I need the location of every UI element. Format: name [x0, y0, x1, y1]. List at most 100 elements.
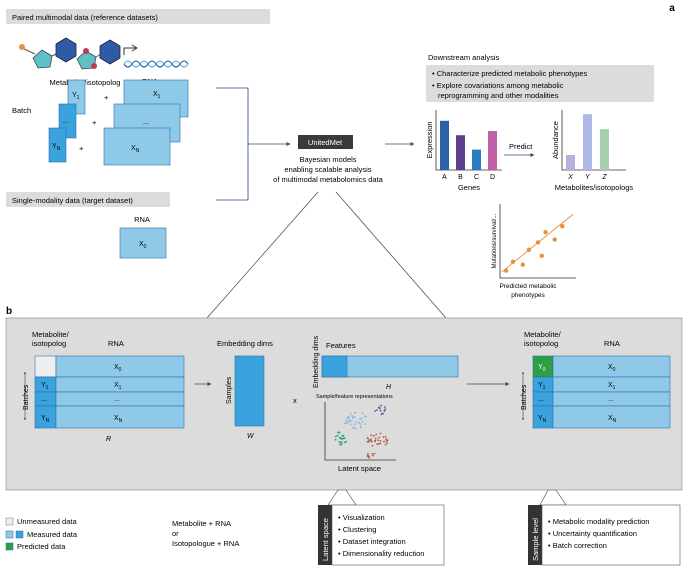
sample-item-3: • Batch correction	[548, 541, 607, 550]
b-rna-header-r: RNA	[604, 339, 620, 348]
latent-dot	[355, 420, 358, 423]
bayes-line-1: Bayesian models	[299, 155, 356, 164]
b-xn-text: XN	[114, 415, 123, 424]
y-axis-label: Expression	[425, 121, 434, 158]
plus-1: +	[104, 93, 109, 102]
xn-text: XN	[131, 145, 140, 154]
tick-label-D: D	[490, 174, 495, 181]
latent-dot	[343, 441, 346, 444]
panel-b-label: b	[6, 306, 12, 317]
y-axis-label: Abundance	[551, 121, 560, 159]
latent-dot	[334, 438, 337, 441]
point-2	[520, 262, 525, 267]
zoom-line-right	[335, 191, 447, 319]
b-x0-text-r: X0	[608, 364, 616, 373]
sample-item-2: • Uncertainty quantification	[548, 529, 637, 538]
x-axis-label-1: Predicted metabolic	[499, 283, 557, 290]
b-yn-text: YN	[41, 415, 50, 424]
latent-dot	[384, 435, 387, 438]
latent-dot	[350, 412, 352, 415]
latent-dot	[340, 443, 343, 446]
latent-dot	[334, 435, 337, 438]
latent-dot	[368, 440, 370, 443]
b-metabolite-header-2: isotopolog	[32, 339, 66, 348]
input-bracket	[216, 87, 249, 201]
latent-dot	[382, 412, 384, 415]
latent-callout-tab-text: Latent space	[321, 518, 330, 561]
legend-measured-swatch-light	[5, 530, 14, 539]
latent-dot	[366, 437, 369, 439]
latent-item-1: • Visualization	[338, 513, 385, 522]
b-y1-text: Y1	[41, 382, 49, 391]
legend-unmeasured-text: Unmeasured data	[17, 517, 77, 526]
latent-item-3: • Dataset integration	[338, 537, 406, 546]
latent-dot	[361, 412, 364, 415]
latent-dot	[370, 434, 373, 437]
b-y1-text-r: Y1	[538, 382, 546, 391]
legend-measured-text: Measured data	[27, 530, 78, 539]
single-modality-box	[6, 192, 170, 207]
unitedmet-text: UnitedMet	[308, 138, 343, 147]
panel-a-label: a	[669, 3, 675, 14]
yn-text: YN	[52, 143, 61, 152]
b-x1-text-r: X1	[608, 382, 616, 391]
unitedmet-badge	[298, 135, 353, 149]
downstream-bullet-2: • Explore covariations among metabolic	[432, 81, 564, 90]
y-axis-label: Mutations/survival/...	[492, 213, 498, 268]
batch-label: Batch	[12, 106, 31, 115]
downstream-box	[426, 65, 654, 102]
latent-dot	[374, 439, 377, 442]
b-yn-cell-r	[532, 405, 554, 429]
latent-dot	[376, 443, 379, 446]
latent-dot	[337, 431, 339, 434]
latent-dot	[383, 440, 385, 443]
bayes-line-2: enabling scalable analysis	[284, 165, 371, 174]
b-y0-text: Y0	[538, 364, 546, 373]
latent-dot	[386, 442, 389, 444]
b-metabolite-header-r2: isotopolog	[524, 339, 558, 348]
latent-dot	[367, 439, 370, 441]
bar-C	[472, 149, 481, 170]
x1-text: X1	[153, 91, 161, 100]
tick-label-X: X	[567, 174, 573, 181]
b-metabolite-header-1: Metabolite/	[32, 330, 70, 339]
latent-dot	[351, 414, 353, 417]
latent-dot	[338, 437, 341, 439]
latent-callout-pointer	[327, 489, 357, 506]
bar-B	[456, 135, 465, 170]
xn-block	[103, 127, 171, 166]
legend-predicted-text: Predicted data	[17, 542, 66, 551]
latent-dot	[359, 418, 361, 420]
point-1	[510, 259, 516, 264]
tick-label-Z: Z	[601, 174, 607, 181]
b-xn-cell	[55, 405, 185, 429]
bar-Z	[600, 129, 609, 170]
point-5	[539, 253, 544, 258]
latent-dot	[353, 415, 356, 418]
latent-dot	[383, 406, 386, 409]
latent-dot	[359, 423, 362, 426]
point-7	[552, 237, 557, 242]
b-batches-label: Batches	[23, 384, 30, 410]
x0-block	[119, 227, 167, 259]
b-ydots-text-r: ...	[538, 396, 544, 403]
x-axis-label: Metabolites/isotopologs	[555, 183, 634, 192]
latent-dot	[340, 441, 343, 444]
plus-2: +	[92, 118, 97, 127]
latent-dot	[349, 423, 352, 426]
latent-dot	[379, 407, 381, 410]
latent-dot	[379, 409, 382, 412]
b-samples-label: Samples	[226, 376, 233, 404]
b-h-label: H	[386, 384, 392, 391]
legend-measured-swatch-dark	[15, 530, 24, 539]
latent-dot	[360, 425, 362, 428]
b-yn-text-r: YN	[538, 415, 547, 424]
sample-callout-box	[541, 504, 681, 566]
point-4	[535, 240, 541, 245]
legend-predicted-swatch	[5, 542, 14, 551]
latent-dot	[377, 442, 380, 445]
latent-dot	[385, 438, 387, 441]
latent-dot	[342, 437, 345, 440]
metabolite-molecule-icon	[19, 37, 77, 69]
